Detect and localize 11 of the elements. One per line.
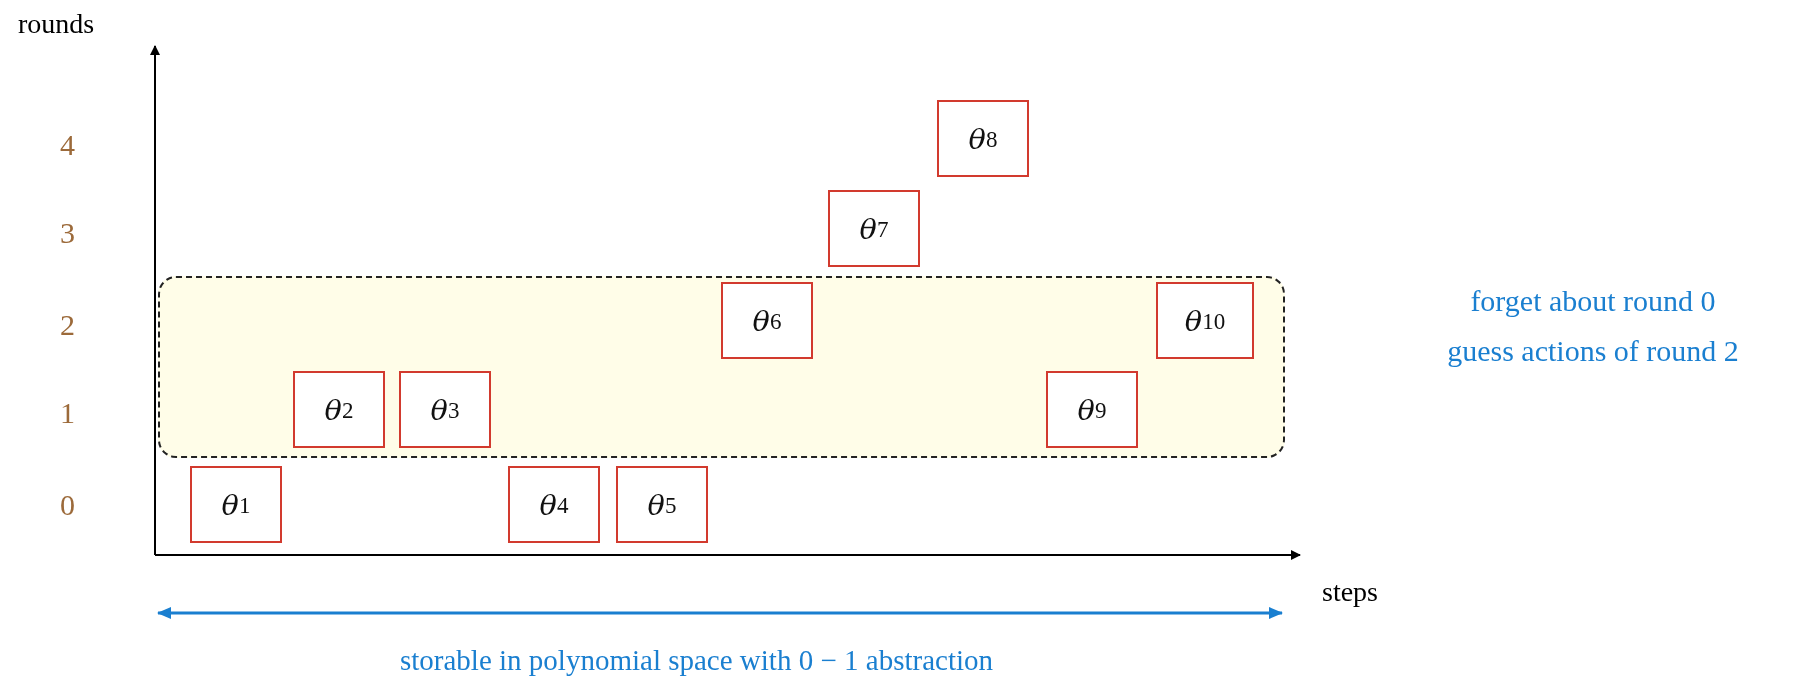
- tick-label: 0: [60, 490, 75, 520]
- note-text: forget about round 0: [1469, 286, 1717, 316]
- axis-title: steps: [1322, 578, 1378, 606]
- axis-title: rounds: [18, 10, 95, 38]
- highlight-region: [158, 276, 1285, 458]
- caption-text: storable in polynomial space with 0 − 1 abstraction: [400, 646, 993, 675]
- note-text: guess actions of round 2: [1446, 336, 1740, 366]
- tick-label: 3: [60, 218, 75, 248]
- tick-label: 2: [60, 310, 75, 340]
- tick-label: 4: [60, 130, 75, 160]
- tick-label: 1: [60, 398, 75, 428]
